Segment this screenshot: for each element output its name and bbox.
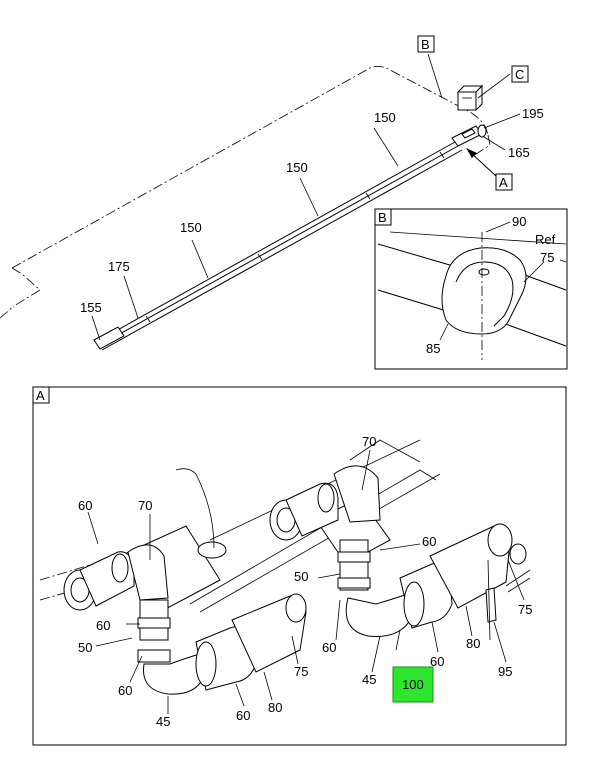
detail-a-label-45-right: 45 bbox=[362, 672, 376, 687]
part-c-block bbox=[456, 84, 484, 112]
callout-a-box bbox=[495, 173, 513, 191]
detail-a-label-70-left: 70 bbox=[138, 498, 152, 513]
label-165: 165 bbox=[508, 145, 530, 160]
callout-c: C bbox=[515, 67, 524, 82]
label-155: 155 bbox=[80, 300, 102, 315]
label-150-mid: 150 bbox=[286, 160, 308, 175]
detail-a-label-45-left: 45 bbox=[156, 714, 170, 729]
detail-a-label-60-d: 60 bbox=[118, 683, 132, 698]
detail-a-label-70-right: 70 bbox=[362, 434, 376, 449]
detail-a-label-50-left: 50 bbox=[78, 640, 92, 655]
callout-a: A bbox=[499, 175, 508, 190]
callout-b-box bbox=[417, 35, 435, 53]
detail-a-tag: A bbox=[36, 388, 45, 403]
callout-b: B bbox=[421, 37, 430, 52]
detail-b-label-75: 75 bbox=[540, 250, 554, 265]
detail-a-label-80-right: 80 bbox=[466, 636, 480, 651]
overview-view: B C A 195 165 150 150 150 175 155 bbox=[0, 35, 544, 351]
detail-a-label-60-a: 60 bbox=[78, 498, 92, 513]
detail-a-label-60-c: 60 bbox=[96, 618, 110, 633]
callout-c-box bbox=[511, 65, 529, 83]
right-valve-assembly bbox=[269, 465, 531, 641]
detail-a-label-75-left: 75 bbox=[294, 664, 308, 679]
label-195: 195 bbox=[522, 106, 544, 121]
detail-a-label-100[interactable]: 100 bbox=[402, 677, 424, 692]
detail-a-view: A bbox=[32, 386, 567, 746]
left-valve-assembly bbox=[63, 544, 307, 695]
label-175: 175 bbox=[108, 259, 130, 274]
detail-b-tag: B bbox=[378, 210, 387, 225]
detail-b-tag-box bbox=[374, 208, 392, 226]
detail-b-label-90: 90 bbox=[512, 214, 526, 229]
detail-a-label-50-right: 50 bbox=[294, 569, 308, 584]
detail-a-label-60-f: 60 bbox=[322, 640, 336, 655]
label-150-rear: 150 bbox=[180, 220, 202, 235]
detail-a-label-60-b: 60 bbox=[422, 534, 436, 549]
detail-b-label-ref: Ref bbox=[535, 232, 556, 247]
highlight-100-box[interactable] bbox=[392, 666, 434, 703]
detail-a-label-60-e: 60 bbox=[236, 708, 250, 723]
detail-a-label-80-left: 80 bbox=[268, 700, 282, 715]
detail-a-label-75-right: 75 bbox=[518, 602, 532, 617]
detail-a-label-95: 95 bbox=[498, 664, 512, 679]
detail-b-view: B 90 Ref 75 85 bbox=[374, 208, 568, 370]
detail-a-tag-box bbox=[32, 386, 50, 404]
detail-a-label-60-g: 60 bbox=[430, 654, 444, 669]
detail-b-label-85: 85 bbox=[426, 341, 440, 356]
harness-bundle bbox=[93, 124, 487, 351]
label-150-front: 150 bbox=[374, 110, 396, 125]
